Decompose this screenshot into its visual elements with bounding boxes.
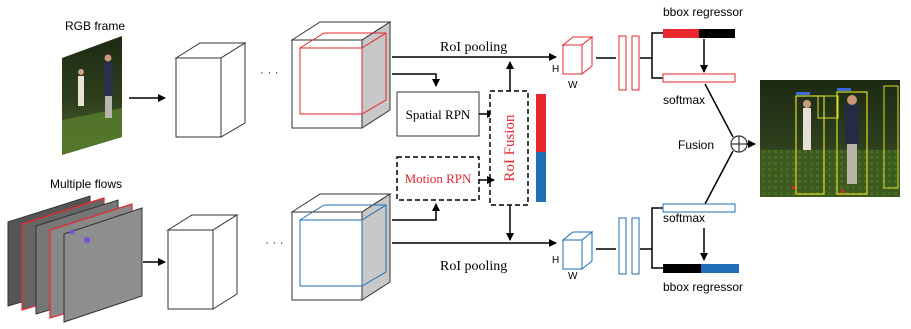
fc-layer-bottom-2 xyxy=(631,217,640,275)
line-to-bbox-bottom xyxy=(651,249,663,269)
appearance-cnn-block xyxy=(174,42,247,138)
rgb-frame-label: RGB frame xyxy=(65,19,125,33)
roi-pooling-bottom-label: RoI pooling xyxy=(440,259,507,274)
fusion-operator-icon xyxy=(730,135,748,153)
bbox-top-appearance xyxy=(663,29,699,38)
h-label-top: H xyxy=(552,64,559,75)
motion-rpn-box xyxy=(396,156,480,201)
line-to-softmax-bottom xyxy=(640,207,663,250)
roi-fusion-box xyxy=(489,90,529,206)
bbox-bottom-motion xyxy=(701,264,739,273)
bbox-bottom-appearance xyxy=(663,264,701,273)
softmax-bottom-bar xyxy=(662,203,736,213)
arrow-to-motion-rpn xyxy=(392,203,440,221)
motion-rpn-label: Motion RPN xyxy=(405,171,472,186)
bbox-top-motion xyxy=(699,29,735,38)
fc-layer-top-1 xyxy=(618,35,627,91)
motion-cnn-block xyxy=(166,214,239,310)
fusion-bar-appearance xyxy=(536,94,546,152)
softmax-bottom-label: softmax xyxy=(663,211,705,225)
line-softmax-top-to-fusion xyxy=(704,83,734,138)
pooled-cube-top xyxy=(561,35,594,76)
ellipsis-bottom: · · · xyxy=(265,235,284,249)
pooled-cube-bottom xyxy=(561,230,594,271)
w-label-bottom: W xyxy=(568,271,578,282)
spatial-rpn-box xyxy=(396,91,480,137)
fc-layer-top-2 xyxy=(631,35,640,91)
arrow-to-spatial-rpn xyxy=(392,73,440,87)
spatial-rpn-label: Spatial RPN xyxy=(406,107,471,122)
fc-layer-bottom-1 xyxy=(618,217,627,275)
h-label-bottom: H xyxy=(552,255,559,266)
softmax-top-bar xyxy=(662,73,736,83)
w-label-top: W xyxy=(568,80,578,91)
fusion-label: Fusion xyxy=(678,138,714,152)
roi-pooling-top-label: RoI pooling xyxy=(440,40,507,55)
bbox-regressor-bottom-label: bbox regressor xyxy=(663,280,743,294)
output-detection-image xyxy=(760,80,900,197)
rgb-frame-image xyxy=(62,36,122,155)
line-to-bbox-top xyxy=(640,32,663,59)
ellipsis-top: · · · xyxy=(260,65,279,79)
bbox-regressor-top-label: bbox regressor xyxy=(663,5,743,19)
line-to-softmax-top xyxy=(651,58,663,79)
line-softmax-bottom-to-fusion xyxy=(704,150,734,205)
motion-feature-map xyxy=(290,193,392,301)
appearance-feature-map xyxy=(290,21,392,129)
multiple-flows-label: Multiple flows xyxy=(50,177,122,191)
softmax-top-label: softmax xyxy=(663,93,705,107)
fusion-bar-motion xyxy=(536,152,546,202)
roi-fusion-label: RoI Fusion xyxy=(502,114,518,182)
flow-stack-image xyxy=(7,195,143,323)
